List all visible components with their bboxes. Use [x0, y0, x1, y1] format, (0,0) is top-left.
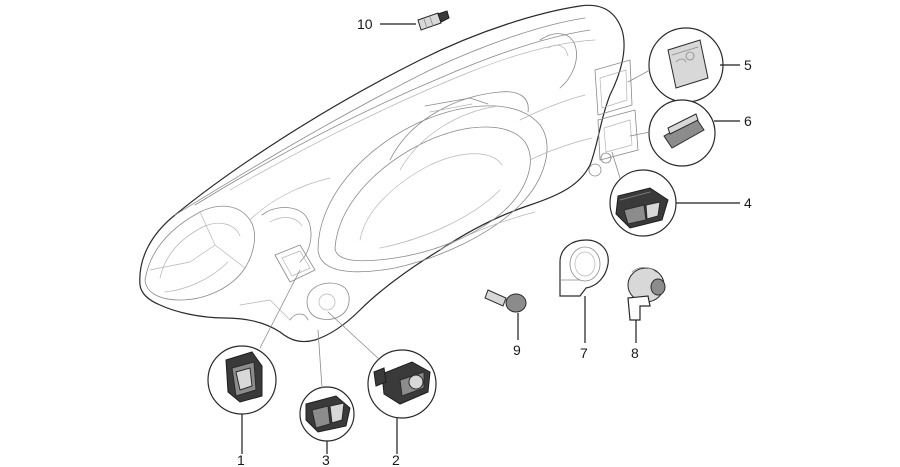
part-3-switch — [299, 329, 355, 454]
part-7-ring — [559, 239, 609, 343]
callout-6: 6 — [744, 113, 752, 129]
part-8-socket — [627, 267, 666, 343]
part-9-bulb — [484, 289, 527, 340]
callout-10: 10 — [357, 16, 373, 32]
callout-4: 4 — [744, 195, 752, 211]
callout-8: 8 — [631, 345, 639, 361]
part-6-switch — [629, 99, 740, 167]
part-5-switch — [627, 27, 740, 103]
part-4-switch — [609, 151, 740, 237]
callout-1: 1 — [237, 452, 245, 467]
callout-7: 7 — [580, 345, 588, 361]
part-10-bulb — [380, 10, 450, 31]
part-2-switch — [327, 311, 437, 454]
callout-3: 3 — [322, 452, 330, 467]
callout-5: 5 — [744, 57, 752, 73]
callout-9: 9 — [513, 342, 521, 358]
part-1-switch — [207, 269, 301, 454]
dashboard-panel — [139, 4, 639, 343]
callout-2: 2 — [392, 452, 400, 467]
